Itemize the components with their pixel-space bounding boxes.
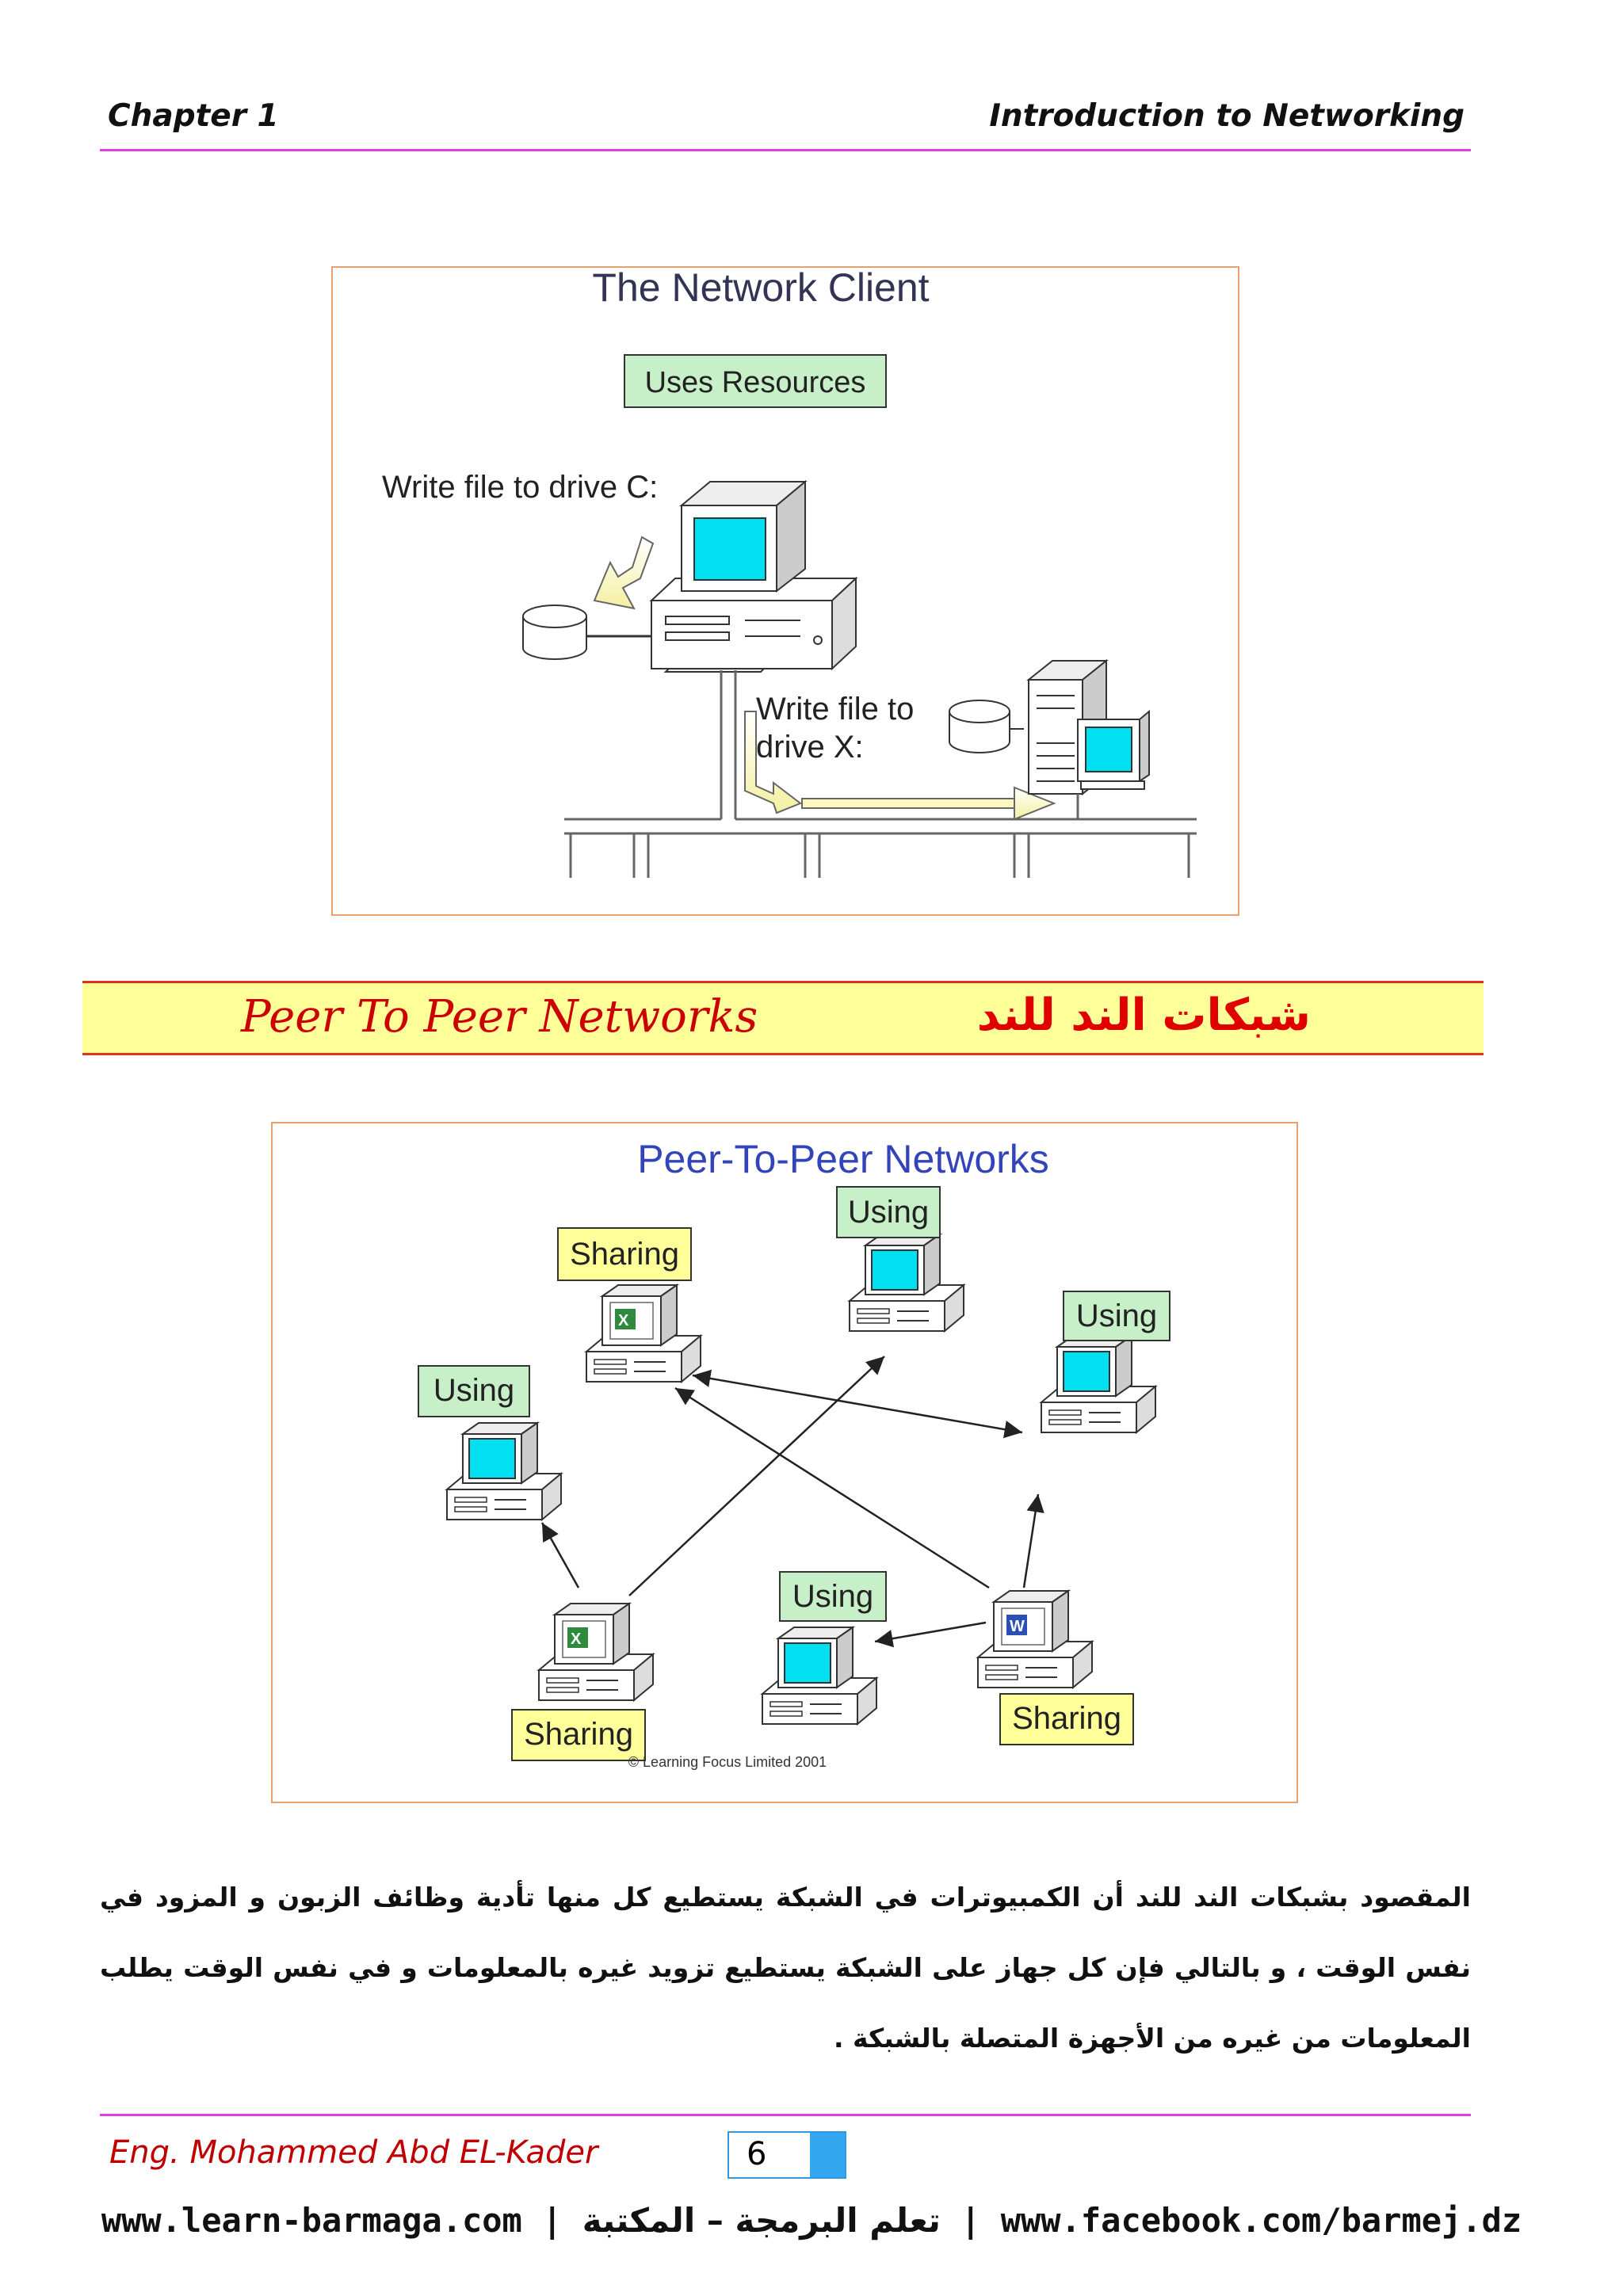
network-client-figure: The Network Client Uses Resources Write … bbox=[331, 266, 1239, 916]
write-drive-x-line2: drive X: bbox=[756, 730, 864, 765]
svg-text:Using: Using bbox=[792, 1579, 873, 1614]
arrow-to-drive-x bbox=[744, 711, 803, 814]
label-using-left: Using bbox=[418, 1365, 530, 1417]
site-link[interactable]: www.learn-barmaga.com bbox=[101, 2201, 522, 2240]
chapter-label: Chapter 1 bbox=[108, 98, 279, 134]
chapter-title: Introduction to Networking bbox=[989, 98, 1465, 134]
footer-rule bbox=[100, 2114, 1471, 2116]
page-number-accent bbox=[810, 2133, 845, 2177]
section-title-english: Peer To Peer Networks bbox=[241, 991, 758, 1043]
remote-transfer-arrow-shaft bbox=[801, 798, 1041, 809]
svg-text:X: X bbox=[571, 1630, 582, 1648]
uses-resources-box bbox=[624, 354, 887, 408]
figure2-title: Peer-To-Peer Networks bbox=[637, 1137, 1049, 1181]
svg-text:Using: Using bbox=[1076, 1299, 1157, 1333]
page-number: 6 bbox=[747, 2136, 767, 2172]
svg-text:X: X bbox=[618, 1312, 629, 1329]
page-number-box: 6 bbox=[727, 2131, 846, 2179]
facebook-link[interactable]: www.facebook.com/barmej.dz bbox=[1000, 2201, 1522, 2240]
svg-text:Sharing: Sharing bbox=[570, 1237, 679, 1272]
using-computer-right bbox=[1041, 1335, 1156, 1433]
spreadsheet-icon bbox=[567, 1627, 588, 1648]
local-disk-icon bbox=[522, 605, 587, 660]
spreadsheet-icon bbox=[615, 1309, 636, 1329]
footer-separator: | bbox=[960, 2201, 981, 2240]
figure1-title: The Network Client bbox=[592, 268, 929, 310]
header-rule bbox=[100, 149, 1471, 151]
label-using-right: Using bbox=[1063, 1291, 1170, 1341]
label-sharing-bottom-right: Sharing bbox=[999, 1693, 1134, 1745]
footer-links: www.learn-barmaga.com | تعلم البرمجة – ا… bbox=[0, 2201, 1623, 2240]
server-computer-icon bbox=[1026, 658, 1150, 796]
label-using-top: Using bbox=[836, 1186, 941, 1238]
uses-resources-label: Uses Resources bbox=[645, 366, 866, 399]
author-name: Eng. Mohammed Abd EL-Kader bbox=[109, 2134, 598, 2171]
peer-to-peer-figure: Peer-To-Peer Networks X bbox=[271, 1122, 1298, 1803]
body-paragraph: المقصود بشبكات الند للند أن الكمبيوترات … bbox=[100, 1882, 1471, 2054]
label-sharing-top: Sharing bbox=[557, 1227, 692, 1281]
section-title-arabic: شبكات الند للند bbox=[976, 990, 1311, 1041]
section-heading-band: Peer To Peer Networks شبكات الند للند bbox=[82, 981, 1484, 1055]
peer-to-peer-diagram: Peer-To-Peer Networks X bbox=[418, 1137, 1170, 1770]
using-computer-left bbox=[446, 1422, 562, 1520]
footer-separator: | bbox=[542, 2201, 563, 2240]
client-computer-icon bbox=[649, 479, 858, 673]
arrow-to-drive-c bbox=[593, 536, 655, 610]
svg-text:W: W bbox=[1010, 1618, 1025, 1635]
connection-arrows bbox=[540, 1356, 1044, 1648]
svg-text:Using: Using bbox=[433, 1373, 514, 1408]
label-using-bottom: Using bbox=[779, 1571, 887, 1622]
label-sharing-bottom-left: Sharing bbox=[511, 1709, 646, 1761]
svg-text:Sharing: Sharing bbox=[524, 1717, 633, 1752]
svg-text:Sharing: Sharing bbox=[1012, 1701, 1121, 1736]
write-drive-c-label: Write file to drive C: bbox=[382, 470, 658, 505]
sharing-computer-top: X bbox=[586, 1284, 701, 1383]
using-computer-bottom bbox=[762, 1627, 877, 1725]
figure2-copyright: © Learning Focus Limited 2001 bbox=[628, 1754, 827, 1770]
network-cabling bbox=[564, 670, 1197, 878]
sharing-computer-bottom-right: W bbox=[977, 1590, 1093, 1688]
svg-text:Using: Using bbox=[848, 1195, 929, 1230]
document-icon bbox=[1006, 1615, 1027, 1635]
using-computer-top bbox=[849, 1234, 964, 1332]
write-drive-x-line1: Write file to bbox=[756, 692, 914, 727]
remote-disk-icon bbox=[949, 700, 1010, 753]
network-client-diagram: The Network Client Uses Resources Write … bbox=[382, 268, 1197, 878]
footer-arabic-text: تعلم البرمجة – المكتبة bbox=[582, 2201, 941, 2240]
sharing-computer-bottom-left: X bbox=[538, 1603, 654, 1701]
